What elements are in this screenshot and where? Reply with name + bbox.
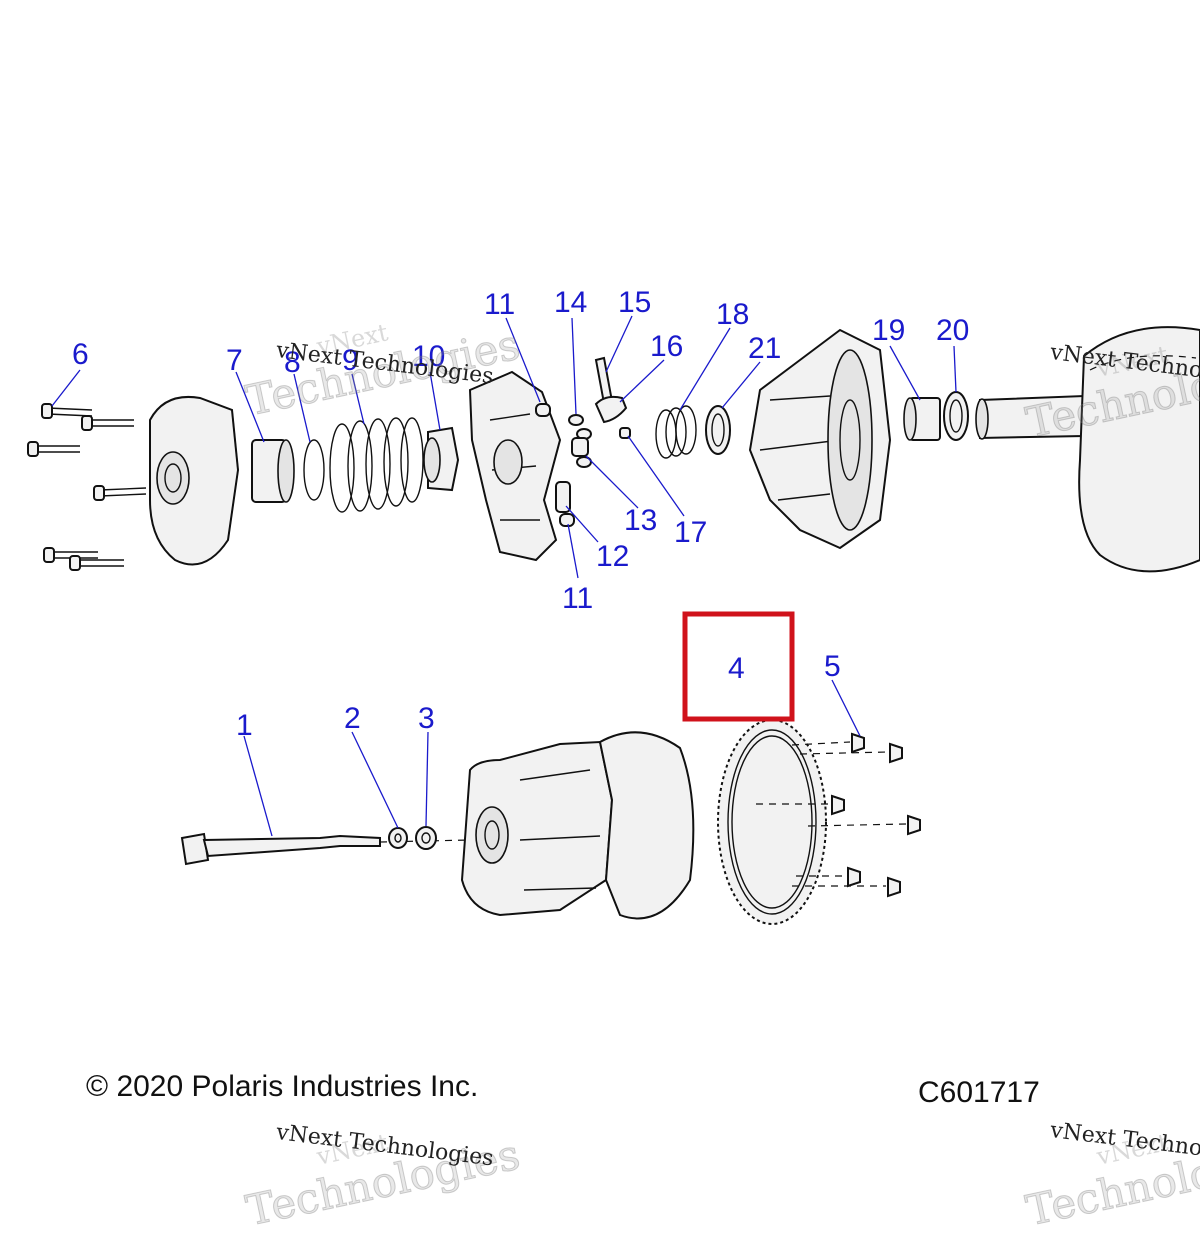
washer-part-2 bbox=[388, 827, 408, 849]
spider bbox=[468, 370, 562, 562]
roller-part-11-top bbox=[535, 403, 551, 417]
callout-20[interactable]: 20 bbox=[936, 314, 969, 347]
callout-11-bottom[interactable]: 11 bbox=[562, 582, 593, 615]
callout-1[interactable]: 1 bbox=[236, 709, 253, 742]
snap-ring-part-8 bbox=[303, 439, 325, 501]
moveable-sheave bbox=[748, 328, 892, 550]
callout-12[interactable]: 12 bbox=[596, 540, 629, 573]
callout-18[interactable]: 18 bbox=[716, 298, 749, 331]
copyright-notice: © 2020 Polaris Industries Inc. bbox=[86, 1070, 479, 1103]
callout-15[interactable]: 15 bbox=[618, 286, 651, 319]
bushing-part-19 bbox=[903, 397, 941, 441]
callout-labels: 1 2 3 4 5 6 7 8 9 10 11 11 12 13 14 15 1… bbox=[72, 286, 969, 742]
callout-2[interactable]: 2 bbox=[344, 702, 361, 735]
callout-6[interactable]: 6 bbox=[72, 338, 89, 371]
drive-clutch-assembly bbox=[460, 731, 695, 920]
callout-10[interactable]: 10 bbox=[412, 340, 445, 373]
button-part-10 bbox=[423, 426, 460, 492]
roller-part-12 bbox=[555, 481, 571, 513]
bushing-part-7 bbox=[251, 439, 295, 503]
roller-part-11-bottom bbox=[559, 513, 575, 527]
callout-19[interactable]: 19 bbox=[872, 314, 905, 347]
leader-lines bbox=[51, 315, 957, 837]
bolts-part-5 bbox=[756, 732, 921, 898]
fixed-sheave-assembly bbox=[975, 326, 1200, 573]
callout-13[interactable]: 13 bbox=[624, 504, 657, 537]
spring-part-9 bbox=[329, 417, 424, 513]
exploded-parts-diagram: 1 2 3 4 5 6 7 8 9 10 11 11 12 13 14 15 1… bbox=[27, 286, 1200, 925]
washer-part-3 bbox=[415, 826, 437, 850]
callout-16[interactable]: 16 bbox=[650, 330, 683, 363]
bushing-part-17 bbox=[619, 427, 631, 439]
callout-17[interactable]: 17 bbox=[674, 516, 707, 549]
callout-11-top[interactable]: 11 bbox=[484, 288, 515, 321]
callout-14[interactable]: 14 bbox=[554, 286, 587, 319]
weight-part-16 bbox=[594, 395, 628, 424]
ring-gear-part-4 bbox=[717, 719, 827, 925]
spring-part-18 bbox=[655, 405, 697, 459]
callout-4[interactable]: 4 bbox=[728, 652, 745, 685]
roller-part-13 bbox=[571, 437, 592, 468]
callout-21[interactable]: 21 bbox=[748, 332, 781, 365]
cover-plate bbox=[149, 396, 240, 566]
ring-part-21 bbox=[705, 405, 731, 455]
callout-8[interactable]: 8 bbox=[284, 346, 301, 379]
callout-5[interactable]: 5 bbox=[824, 650, 841, 683]
callout-3[interactable]: 3 bbox=[418, 702, 435, 735]
callout-7[interactable]: 7 bbox=[226, 344, 243, 377]
callout-9[interactable]: 9 bbox=[342, 344, 359, 377]
bolt-part-1 bbox=[180, 832, 471, 866]
washer-part-14 bbox=[568, 414, 592, 440]
ring-part-20 bbox=[943, 391, 969, 441]
highlight-box-part-4 bbox=[682, 611, 795, 722]
figure-code: C601717 bbox=[918, 1076, 1040, 1109]
bolts-part-6 bbox=[27, 403, 147, 571]
